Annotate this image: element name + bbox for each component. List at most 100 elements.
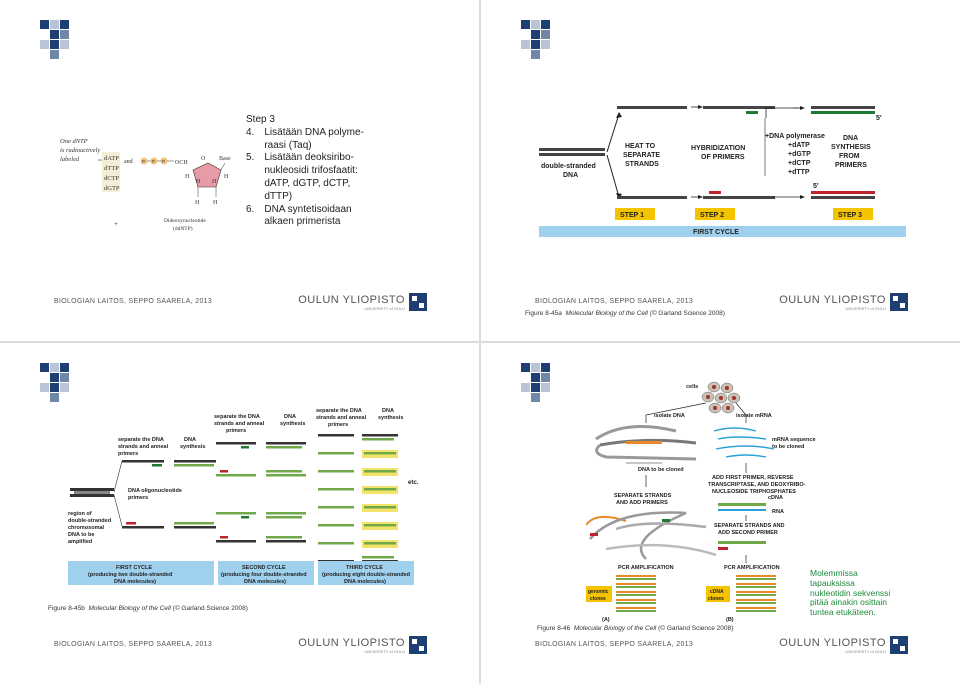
och2-label: OCH: [175, 160, 188, 166]
hybrid-label-2: OF PRIMERS: [701, 154, 745, 161]
and-word: and: [124, 159, 133, 165]
o-label: O: [201, 156, 206, 162]
five-prime-1: 5′: [876, 115, 882, 122]
cdna-clone-stack: [736, 575, 776, 612]
sep1-a: separate the DNA: [118, 437, 164, 443]
synth-label-4: PRIMERS: [835, 162, 867, 169]
university-corner-logo: [40, 20, 69, 59]
synth3-b: synthesis: [378, 415, 403, 421]
note-line-2: is radioactively: [60, 147, 100, 154]
note-line-1: One dNTP: [60, 138, 88, 145]
ddntp-figure: One dNTP is radioactively labeled dATP d…: [60, 138, 231, 232]
genomic-clone-stack: [616, 575, 656, 612]
panel-a: (A): [602, 617, 610, 623]
synth-label-1: DNA: [843, 135, 858, 142]
add-first-c: NUCLEOSIDE TRIPHOSPHATES: [712, 489, 796, 495]
dntp-dctp: dCTP: [104, 175, 120, 182]
oulu-mark-icon: [890, 636, 908, 654]
region-b: double-stranded: [68, 518, 111, 524]
synth1-a: DNA: [184, 437, 196, 443]
sep-add2-b: ADD SECOND PRIMER: [718, 530, 778, 536]
dntp-dgtp: dGTP: [104, 185, 120, 192]
cycle1-sub1: (producing two double-stranded: [88, 572, 172, 578]
isolate-mrna-label: isolate mRNA: [736, 413, 772, 419]
pcr-left: PCR AMPLIFICATION: [618, 565, 674, 571]
figure-caption: Figure 8-46 Molecular Biology of the Cel…: [537, 625, 734, 632]
isolate-dna-label: isolate DNA: [654, 413, 685, 419]
h-6: H: [213, 200, 218, 206]
step1-badge: STEP 1: [620, 212, 644, 219]
etc-label: etc.: [408, 480, 419, 486]
h-5: H: [195, 200, 200, 206]
cycle3-title: THIRD CYCLE: [346, 565, 383, 571]
green-note: Molemmissa tapauksissa nukleotidin sekve…: [810, 568, 891, 618]
pcr-cycles-diagram: separate the DNA strands and anneal prim…: [68, 408, 419, 585]
synth1-b: synthesis: [180, 444, 205, 450]
sep3-b: strands and anneal: [316, 415, 367, 421]
five-prime-2: 5′: [813, 183, 819, 190]
oulu-mark-icon: [409, 636, 427, 654]
region-a: region of: [68, 511, 92, 517]
sep-add-b: AND ADD PRIMERS: [616, 500, 668, 506]
poly-label-2: +dATP: [788, 142, 810, 149]
cycle2-title: SECOND CYCLE: [242, 565, 286, 571]
footer-org: BIOLOGIAN LAITOS, SEPPO SAARELA, 2013: [535, 298, 694, 305]
figure-caption: Figure 8-45b Molecular Biology of the Ce…: [48, 605, 248, 612]
sep1-b: strands and anneal: [118, 444, 169, 450]
add-first-a: ADD FIRST PRIMER, REVERSE: [712, 475, 794, 481]
genomic-label-b: clones: [590, 596, 606, 602]
poly-label-4: +dCTP: [788, 160, 811, 167]
cycle3-strands: [318, 434, 398, 563]
heat-label-1: HEAT TO: [625, 143, 656, 150]
phosphate-3: P: [162, 159, 165, 164]
step-heading: Step 3: [246, 114, 275, 125]
base-label: Base: [219, 156, 231, 162]
sep2-c: primers: [226, 428, 246, 434]
dntp-dttp: dTTP: [104, 165, 119, 172]
cloning-diagram: cells isolate DNA isolate mRNA DNA to be…: [586, 381, 816, 623]
oulu-mark-icon: [890, 293, 908, 311]
h-1: H: [185, 174, 190, 180]
hybrid-label-1: HYBRIDIZATION: [691, 145, 745, 152]
ddntp-abbr: (ddNTP): [173, 225, 193, 232]
mrna-seq-a: mRNA sequence: [772, 437, 816, 443]
oulu-mark-icon: [409, 293, 427, 311]
h-3: H: [196, 179, 201, 185]
note-line-3: labeled: [60, 156, 80, 163]
cycle3-sub2: DNA molecules): [344, 579, 386, 585]
poly-label-5: +dTTP: [788, 169, 810, 176]
heat-label-3: STRANDS: [625, 161, 659, 168]
cycle1-sub2: DNA molecules): [114, 579, 156, 585]
synth3-a: DNA: [382, 408, 394, 414]
footer-org: BIOLOGIAN LAITOS, SEPPO SAARELA, 2013: [535, 641, 694, 648]
step2-badge: STEP 2: [700, 212, 724, 219]
slide-1[interactable]: One dNTP is radioactively labeled dATP d…: [0, 0, 479, 341]
slide-3[interactable]: separate the DNA strands and anneal prim…: [0, 343, 479, 684]
phosphate-2: P: [152, 159, 155, 164]
university-corner-logo: [521, 20, 550, 59]
poly-label-3: +dGTP: [788, 151, 811, 158]
slide-2[interactable]: double-stranded DNA HEAT TO SEPARATE STR…: [481, 0, 960, 341]
add-first-b: TRANSCRIPTASE, AND DEOXYRIBO-: [708, 482, 806, 488]
pcr-step-diagram: double-stranded DNA HEAT TO SEPARATE STR…: [539, 105, 906, 237]
synth-label-3: FROM: [839, 153, 860, 160]
footer-org: BIOLOGIAN LAITOS, SEPPO SAARELA, 2013: [54, 641, 213, 648]
cycle1-title: FIRST CYCLE: [116, 565, 152, 571]
h-4: H: [212, 179, 217, 185]
figure-caption: Figure 8-45a Molecular Biology of the Ce…: [525, 310, 725, 317]
ds-dna-label-2: DNA: [563, 172, 578, 179]
cdna-label: cDNA: [768, 495, 783, 501]
university-corner-logo: [521, 363, 550, 402]
slide-4[interactable]: cells isolate DNA isolate mRNA DNA to be…: [481, 343, 960, 684]
dna-cloned-label: DNA to be cloned: [638, 467, 684, 473]
synth-label-2: SYNTHESIS: [831, 144, 871, 151]
cells-cluster: [701, 381, 741, 414]
mrna-seq-b: to be cloned: [772, 444, 804, 450]
oligo-b: primers: [128, 495, 148, 501]
cycle2-sub2: DNA molecules): [244, 579, 286, 585]
